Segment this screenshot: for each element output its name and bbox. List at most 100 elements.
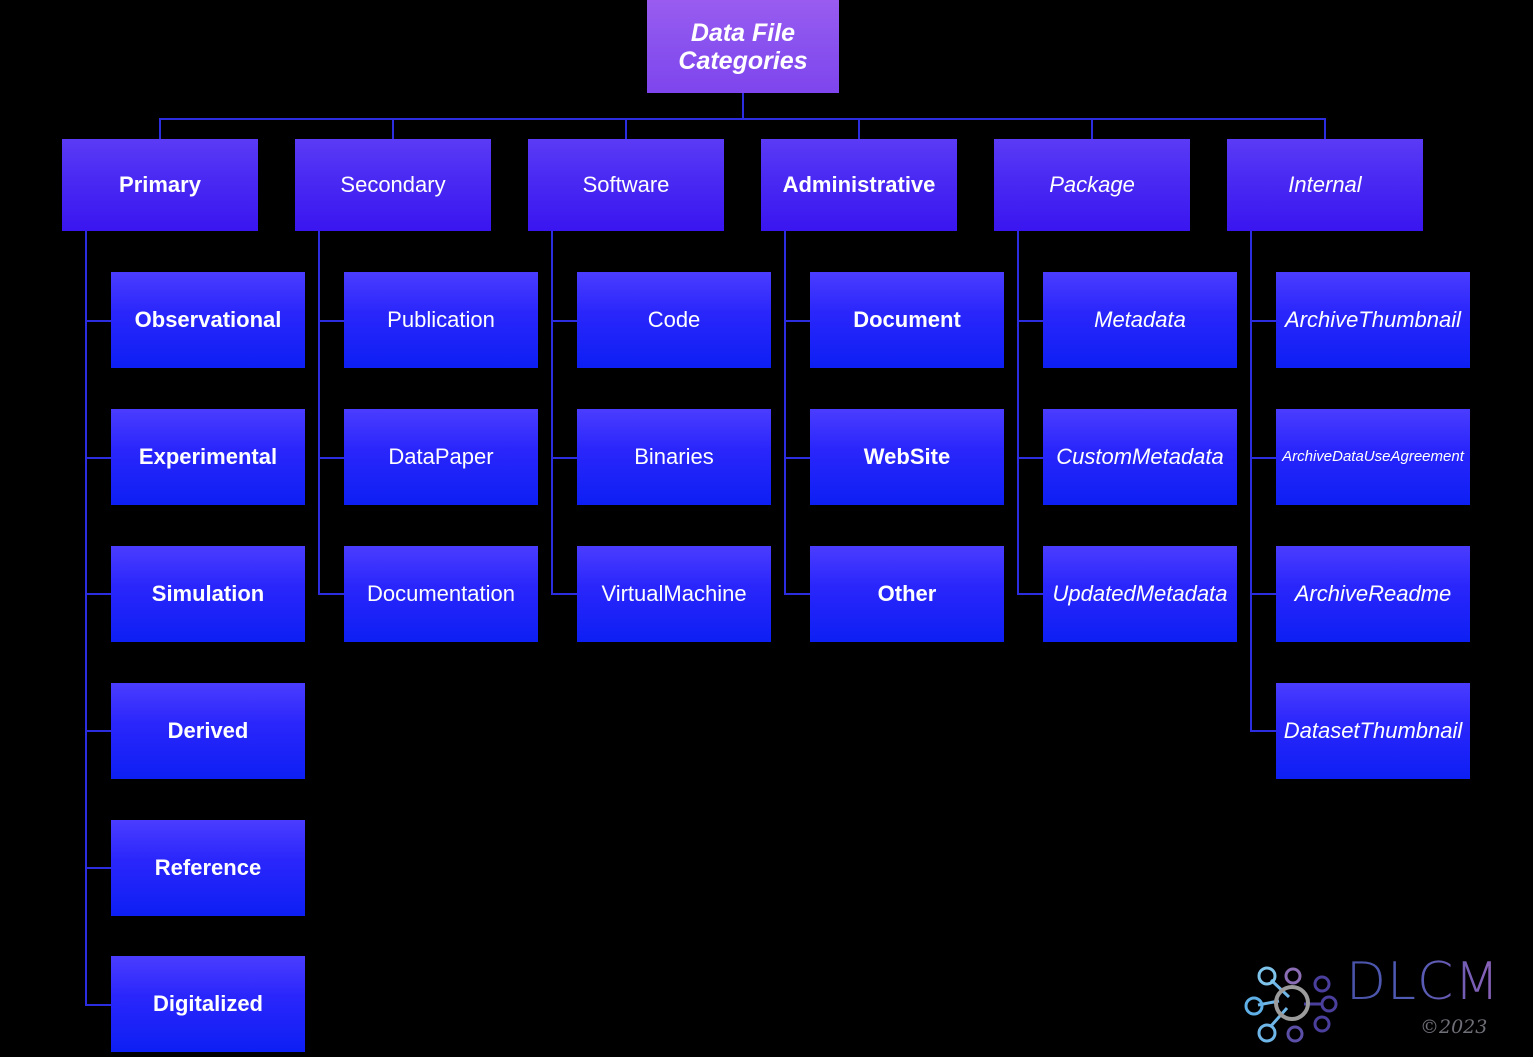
connector-stub-updatedmetadata xyxy=(1017,593,1044,595)
node-administrative[interactable]: Administrative xyxy=(761,139,957,231)
connector-stub-custommetadata xyxy=(1017,457,1044,459)
connector-trunk-software xyxy=(551,231,553,595)
connector-stub-simulation xyxy=(85,593,112,595)
connector-stub-reference xyxy=(85,867,112,869)
node-label: Primary xyxy=(119,171,201,197)
node-datapaper[interactable]: DataPaper xyxy=(344,409,538,505)
connector-drop-software xyxy=(625,118,627,141)
node-simulation[interactable]: Simulation xyxy=(111,546,305,642)
node-custommetadata[interactable]: CustomMetadata xyxy=(1043,409,1237,505)
connector-stub-publication xyxy=(318,320,345,322)
node-document[interactable]: Document xyxy=(810,272,1004,368)
node-label: Metadata xyxy=(1094,306,1186,332)
node-publication[interactable]: Publication xyxy=(344,272,538,368)
connector-stub-archivereadme xyxy=(1250,593,1277,595)
node-label: Code xyxy=(647,306,701,332)
node-archivethumbnail[interactable]: ArchiveThumbnail xyxy=(1276,272,1470,368)
node-label: CustomMetadata xyxy=(1056,443,1224,469)
node-archivedatauseagreement[interactable]: ArchiveDataUseAgreement xyxy=(1276,409,1470,505)
node-label: Other xyxy=(877,580,937,606)
node-label: Reference xyxy=(154,854,262,880)
node-digitalized[interactable]: Digitalized xyxy=(111,956,305,1052)
connector-drop-administrative xyxy=(858,118,860,141)
node-metadata[interactable]: Metadata xyxy=(1043,272,1237,368)
node-label: ArchiveReadme xyxy=(1294,580,1452,606)
node-label: Software xyxy=(582,171,670,197)
node-internal[interactable]: Internal xyxy=(1227,139,1423,231)
connector-drop-secondary xyxy=(392,118,394,141)
connector-trunk-package xyxy=(1017,231,1019,595)
connector-stub-archivedatauseagreement xyxy=(1250,457,1277,459)
connector-stub-code xyxy=(551,320,578,322)
connector-stub-derived xyxy=(85,730,112,732)
connector-stub-experimental xyxy=(85,457,112,459)
node-updatedmetadata[interactable]: UpdatedMetadata xyxy=(1043,546,1237,642)
connector-stub-datapaper xyxy=(318,457,345,459)
connector-stub-metadata xyxy=(1017,320,1044,322)
connector-stub-documentation xyxy=(318,593,345,595)
node-label: ArchiveThumbnail xyxy=(1284,306,1462,332)
connector-stub-datasetthumbnail xyxy=(1250,730,1277,732)
node-label: Data File Categories xyxy=(653,19,833,75)
node-label: Publication xyxy=(387,306,495,332)
node-label: ArchiveDataUseAgreement xyxy=(1282,447,1464,465)
node-observational[interactable]: Observational xyxy=(111,272,305,368)
node-package[interactable]: Package xyxy=(994,139,1190,231)
node-label: Observational xyxy=(134,306,282,332)
connector-stub-archivethumbnail xyxy=(1250,320,1277,322)
node-code[interactable]: Code xyxy=(577,272,771,368)
node-reference[interactable]: Reference xyxy=(111,820,305,916)
dlcm-wordmark: DLCM xyxy=(1346,952,1501,1012)
node-datasetthumbnail[interactable]: DatasetThumbnail xyxy=(1276,683,1470,779)
connector-stub-document xyxy=(784,320,811,322)
node-label: Derived xyxy=(167,717,249,743)
node-experimental[interactable]: Experimental xyxy=(111,409,305,505)
connector-stub-other xyxy=(784,593,811,595)
node-label: Document xyxy=(853,306,961,332)
node-website[interactable]: WebSite xyxy=(810,409,1004,505)
connector-trunk-administrative xyxy=(784,231,786,595)
node-label-line1: Data File xyxy=(690,18,796,47)
connector-drop-internal xyxy=(1324,118,1326,141)
node-documentation[interactable]: Documentation xyxy=(344,546,538,642)
connector-drop-package xyxy=(1091,118,1093,141)
connector-bus xyxy=(159,118,1325,120)
node-label: Experimental xyxy=(138,443,278,469)
copyright-text: ©2023 xyxy=(1420,1016,1488,1038)
node-primary[interactable]: Primary xyxy=(62,139,258,231)
node-label: Secondary xyxy=(340,171,446,197)
node-label: Internal xyxy=(1288,171,1362,197)
connector-trunk-internal xyxy=(1250,231,1252,732)
node-label-line2: Categories xyxy=(678,46,808,75)
node-label: WebSite xyxy=(863,443,951,469)
connector-trunk-primary xyxy=(85,231,87,1006)
node-virtualmachine[interactable]: VirtualMachine xyxy=(577,546,771,642)
connector-root-stem xyxy=(742,93,744,119)
node-binaries[interactable]: Binaries xyxy=(577,409,771,505)
dlcm-logo: DLCM ©2023 xyxy=(1238,948,1499,1048)
network-nodes-icon xyxy=(1238,948,1338,1048)
node-label: DataPaper xyxy=(388,443,494,469)
node-secondary[interactable]: Secondary xyxy=(295,139,491,231)
node-other[interactable]: Other xyxy=(810,546,1004,642)
node-label: UpdatedMetadata xyxy=(1052,580,1228,606)
node-data-file-categories[interactable]: Data File Categories xyxy=(647,0,839,93)
node-label: Simulation xyxy=(151,580,265,606)
node-derived[interactable]: Derived xyxy=(111,683,305,779)
node-label: DatasetThumbnail xyxy=(1283,717,1463,743)
connector-stub-observational xyxy=(85,320,112,322)
node-software[interactable]: Software xyxy=(528,139,724,231)
connector-drop-primary xyxy=(159,118,161,141)
connector-stub-digitalized xyxy=(85,1004,112,1006)
connector-stub-virtualmachine xyxy=(551,593,578,595)
node-label: Binaries xyxy=(634,443,714,469)
node-label: Administrative xyxy=(782,171,936,197)
node-label: Documentation xyxy=(367,580,515,606)
node-label: Package xyxy=(1049,171,1135,197)
node-label: VirtualMachine xyxy=(601,580,747,606)
connector-stub-website xyxy=(784,457,811,459)
node-label: Digitalized xyxy=(152,990,263,1016)
node-archivereadme[interactable]: ArchiveReadme xyxy=(1276,546,1470,642)
connector-trunk-secondary xyxy=(318,231,320,595)
